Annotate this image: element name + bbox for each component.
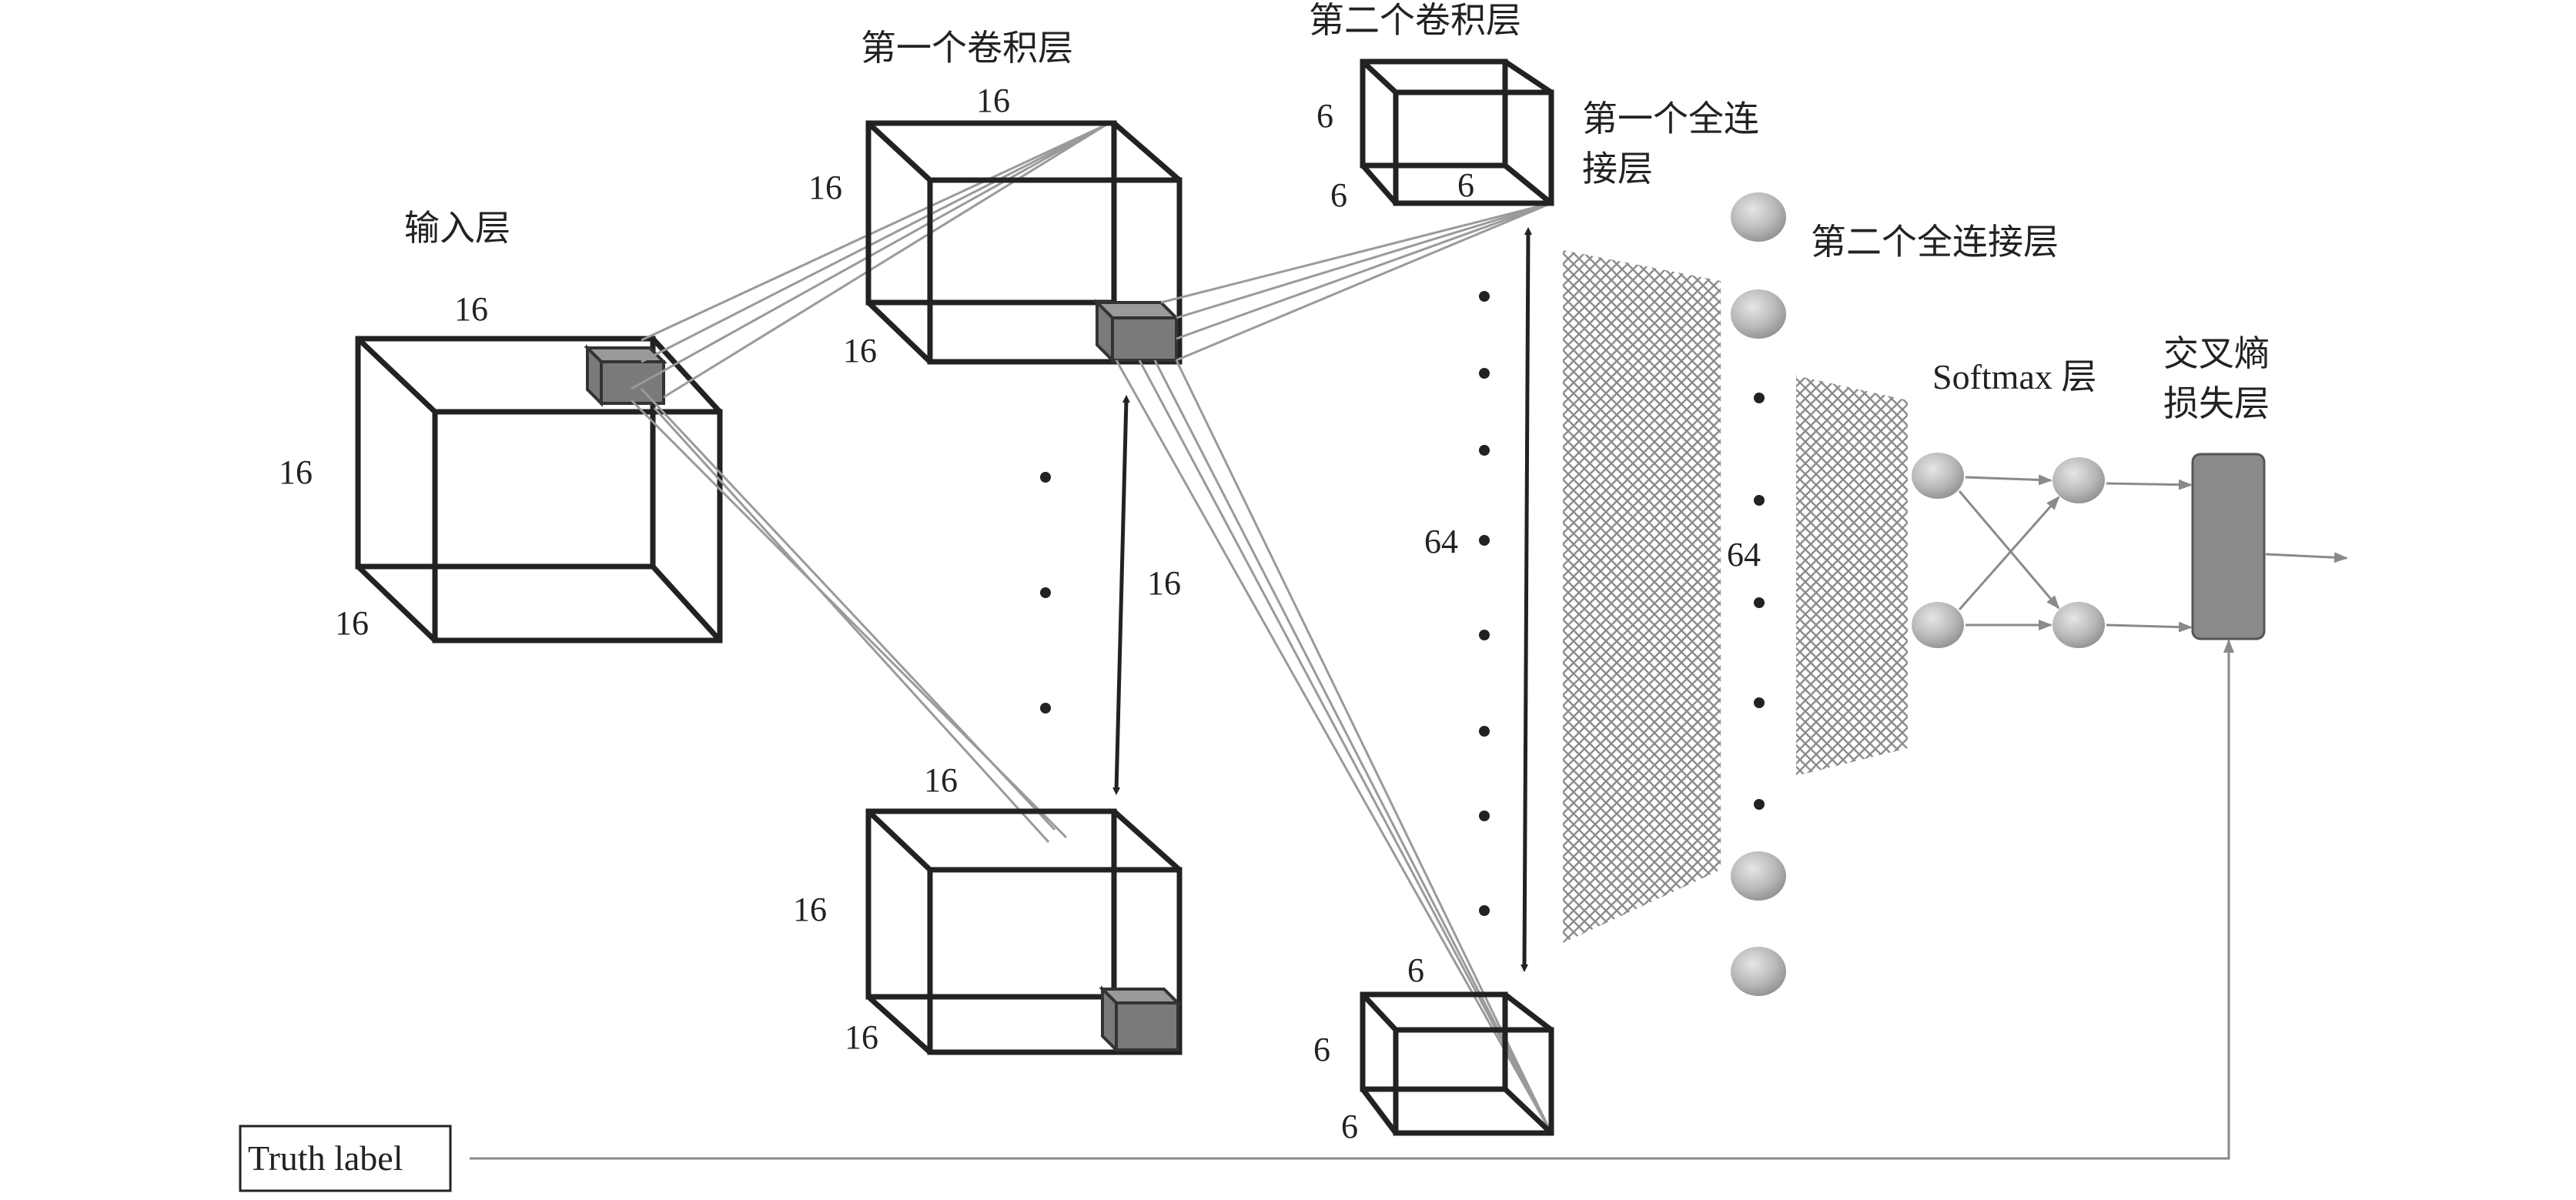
conv2-layer: 第二个卷积层 6 6 6 64 6 bbox=[1309, 1, 1554, 1145]
fc2-count-label: 64 bbox=[1727, 536, 1761, 573]
fc2-ellipsis-dot bbox=[1754, 495, 1765, 506]
fc2-ellipsis-dot bbox=[1754, 697, 1765, 708]
truth-label-arrow bbox=[470, 639, 2234, 1160]
conv1-ellipsis-dot bbox=[1040, 472, 1051, 483]
softmax-connection bbox=[1958, 496, 2060, 610]
conv2b-dim-left: 6 bbox=[1313, 1031, 1330, 1068]
conv2-feature-map-bottom: 6 6 6 bbox=[1313, 951, 1554, 1145]
conv2b-dim-top: 6 bbox=[1407, 951, 1424, 989]
softmax-output-neuron bbox=[2052, 602, 2105, 648]
truth-label-box bbox=[239, 1125, 452, 1192]
input-box-edge bbox=[651, 564, 722, 643]
conv2-ellipsis-dot bbox=[1479, 811, 1490, 821]
conv1-bottom-kernel-cube bbox=[1099, 985, 1182, 1054]
conv1-ellipsis-dot bbox=[1040, 587, 1051, 598]
truth-label-group: Truth label bbox=[239, 639, 2234, 1192]
conv2-dim-inner: 6 bbox=[1457, 166, 1474, 204]
fc2-neuron bbox=[1731, 192, 1786, 242]
fc1-title-line1: 第一个全连 bbox=[1582, 99, 1759, 139]
loss-block bbox=[2191, 453, 2266, 640]
conv2-ellipsis-dot bbox=[1479, 535, 1490, 546]
input-layer: 输入层 16 16 16 bbox=[279, 209, 723, 643]
loss-title-line2: 损失层 bbox=[2163, 384, 2270, 423]
conv1-to-conv2-rays bbox=[1115, 202, 1553, 1134]
fc2-neuron bbox=[1731, 289, 1786, 339]
conv1b-dim-left: 16 bbox=[793, 891, 827, 928]
conv2-ellipsis-dot bbox=[1479, 445, 1490, 456]
softmax-input-neuron bbox=[1912, 453, 1964, 499]
conv1-feature-map-bottom: 16 16 16 bbox=[793, 761, 1183, 1056]
conv2-dim-left: 6 bbox=[1316, 97, 1333, 135]
conv1-feature-map-top: 16 16 16 bbox=[808, 82, 1183, 369]
input-dim-top: 16 bbox=[454, 290, 488, 328]
input-box-edge bbox=[356, 564, 437, 643]
cross-entropy-loss-layer: 交叉熵 损失层 bbox=[2106, 334, 2348, 640]
fc2-ellipsis-dot bbox=[1754, 597, 1765, 608]
fc2-weight-mesh bbox=[1796, 376, 1908, 776]
softmax-title: Softmax 层 bbox=[1932, 357, 2096, 396]
fc1-weight-mesh bbox=[1563, 250, 1721, 943]
fc2-neuron bbox=[1731, 947, 1786, 996]
conv1-count-arrow bbox=[1112, 395, 1130, 795]
softmax-output-neuron bbox=[2052, 457, 2105, 503]
input-kernel-cube bbox=[584, 344, 667, 407]
input-dim-left: 16 bbox=[279, 453, 313, 491]
softmax-input-neuron bbox=[1912, 602, 1964, 648]
conv1-ellipsis-dot bbox=[1040, 703, 1051, 714]
fc1-title-line2: 接层 bbox=[1582, 149, 1653, 189]
loss-input-arrow bbox=[2106, 479, 2193, 490]
conv2-ellipsis-dot bbox=[1479, 291, 1490, 302]
truth-label-text: Truth label bbox=[248, 1138, 403, 1178]
conv2-feature-map-top: 6 6 6 bbox=[1316, 58, 1554, 214]
conv1-dim-depth: 16 bbox=[843, 332, 877, 369]
conv1b-dim-top: 16 bbox=[924, 761, 958, 799]
fc2-ellipsis-dot bbox=[1754, 799, 1765, 810]
conv2-dim-depth: 6 bbox=[1330, 176, 1347, 214]
conv1-dim-left: 16 bbox=[808, 169, 842, 206]
conv2-ellipsis-dot bbox=[1479, 368, 1490, 379]
loss-title-line1: 交叉熵 bbox=[2163, 334, 2270, 373]
conv1-dim-top: 16 bbox=[976, 82, 1010, 119]
conv2-count-arrow bbox=[1521, 227, 1532, 972]
conv2-ellipsis-dot bbox=[1479, 726, 1490, 737]
fc1-layer: 第一个全连 接层 bbox=[1563, 99, 1759, 943]
input-dim-depth: 16 bbox=[335, 604, 369, 642]
loss-input-arrow bbox=[2106, 621, 2193, 633]
softmax-connection bbox=[1958, 490, 2060, 610]
fc2-ellipsis-dot bbox=[1754, 393, 1765, 403]
conv2-ellipsis-dot bbox=[1479, 905, 1490, 916]
fc2-layer: 第二个全连接层 64 bbox=[1727, 192, 2059, 996]
conv1b-dim-depth: 16 bbox=[845, 1018, 878, 1056]
conv1-kernel-cube bbox=[1093, 299, 1180, 364]
conv1-title: 第一个卷积层 bbox=[861, 28, 1073, 68]
conv2-title: 第二个卷积层 bbox=[1309, 1, 1521, 40]
conv2-ellipsis-dot bbox=[1479, 630, 1490, 640]
loss-output-arrow bbox=[2265, 552, 2348, 563]
fc2-title: 第二个全连接层 bbox=[1811, 222, 2059, 262]
conv2b-dim-depth: 6 bbox=[1341, 1108, 1358, 1145]
conv1-count-label: 16 bbox=[1147, 564, 1181, 602]
softmax-connection bbox=[1965, 474, 2052, 486]
conv2-count-label: 64 bbox=[1424, 523, 1458, 560]
input-layer-title: 输入层 bbox=[404, 209, 510, 248]
conv1-layer: 第一个卷积层 16 16 16 16 bbox=[793, 28, 1183, 1056]
softmax-layer: Softmax 层 bbox=[1912, 357, 2105, 648]
input-box-edge bbox=[356, 336, 437, 414]
fc2-neuron bbox=[1731, 851, 1786, 901]
